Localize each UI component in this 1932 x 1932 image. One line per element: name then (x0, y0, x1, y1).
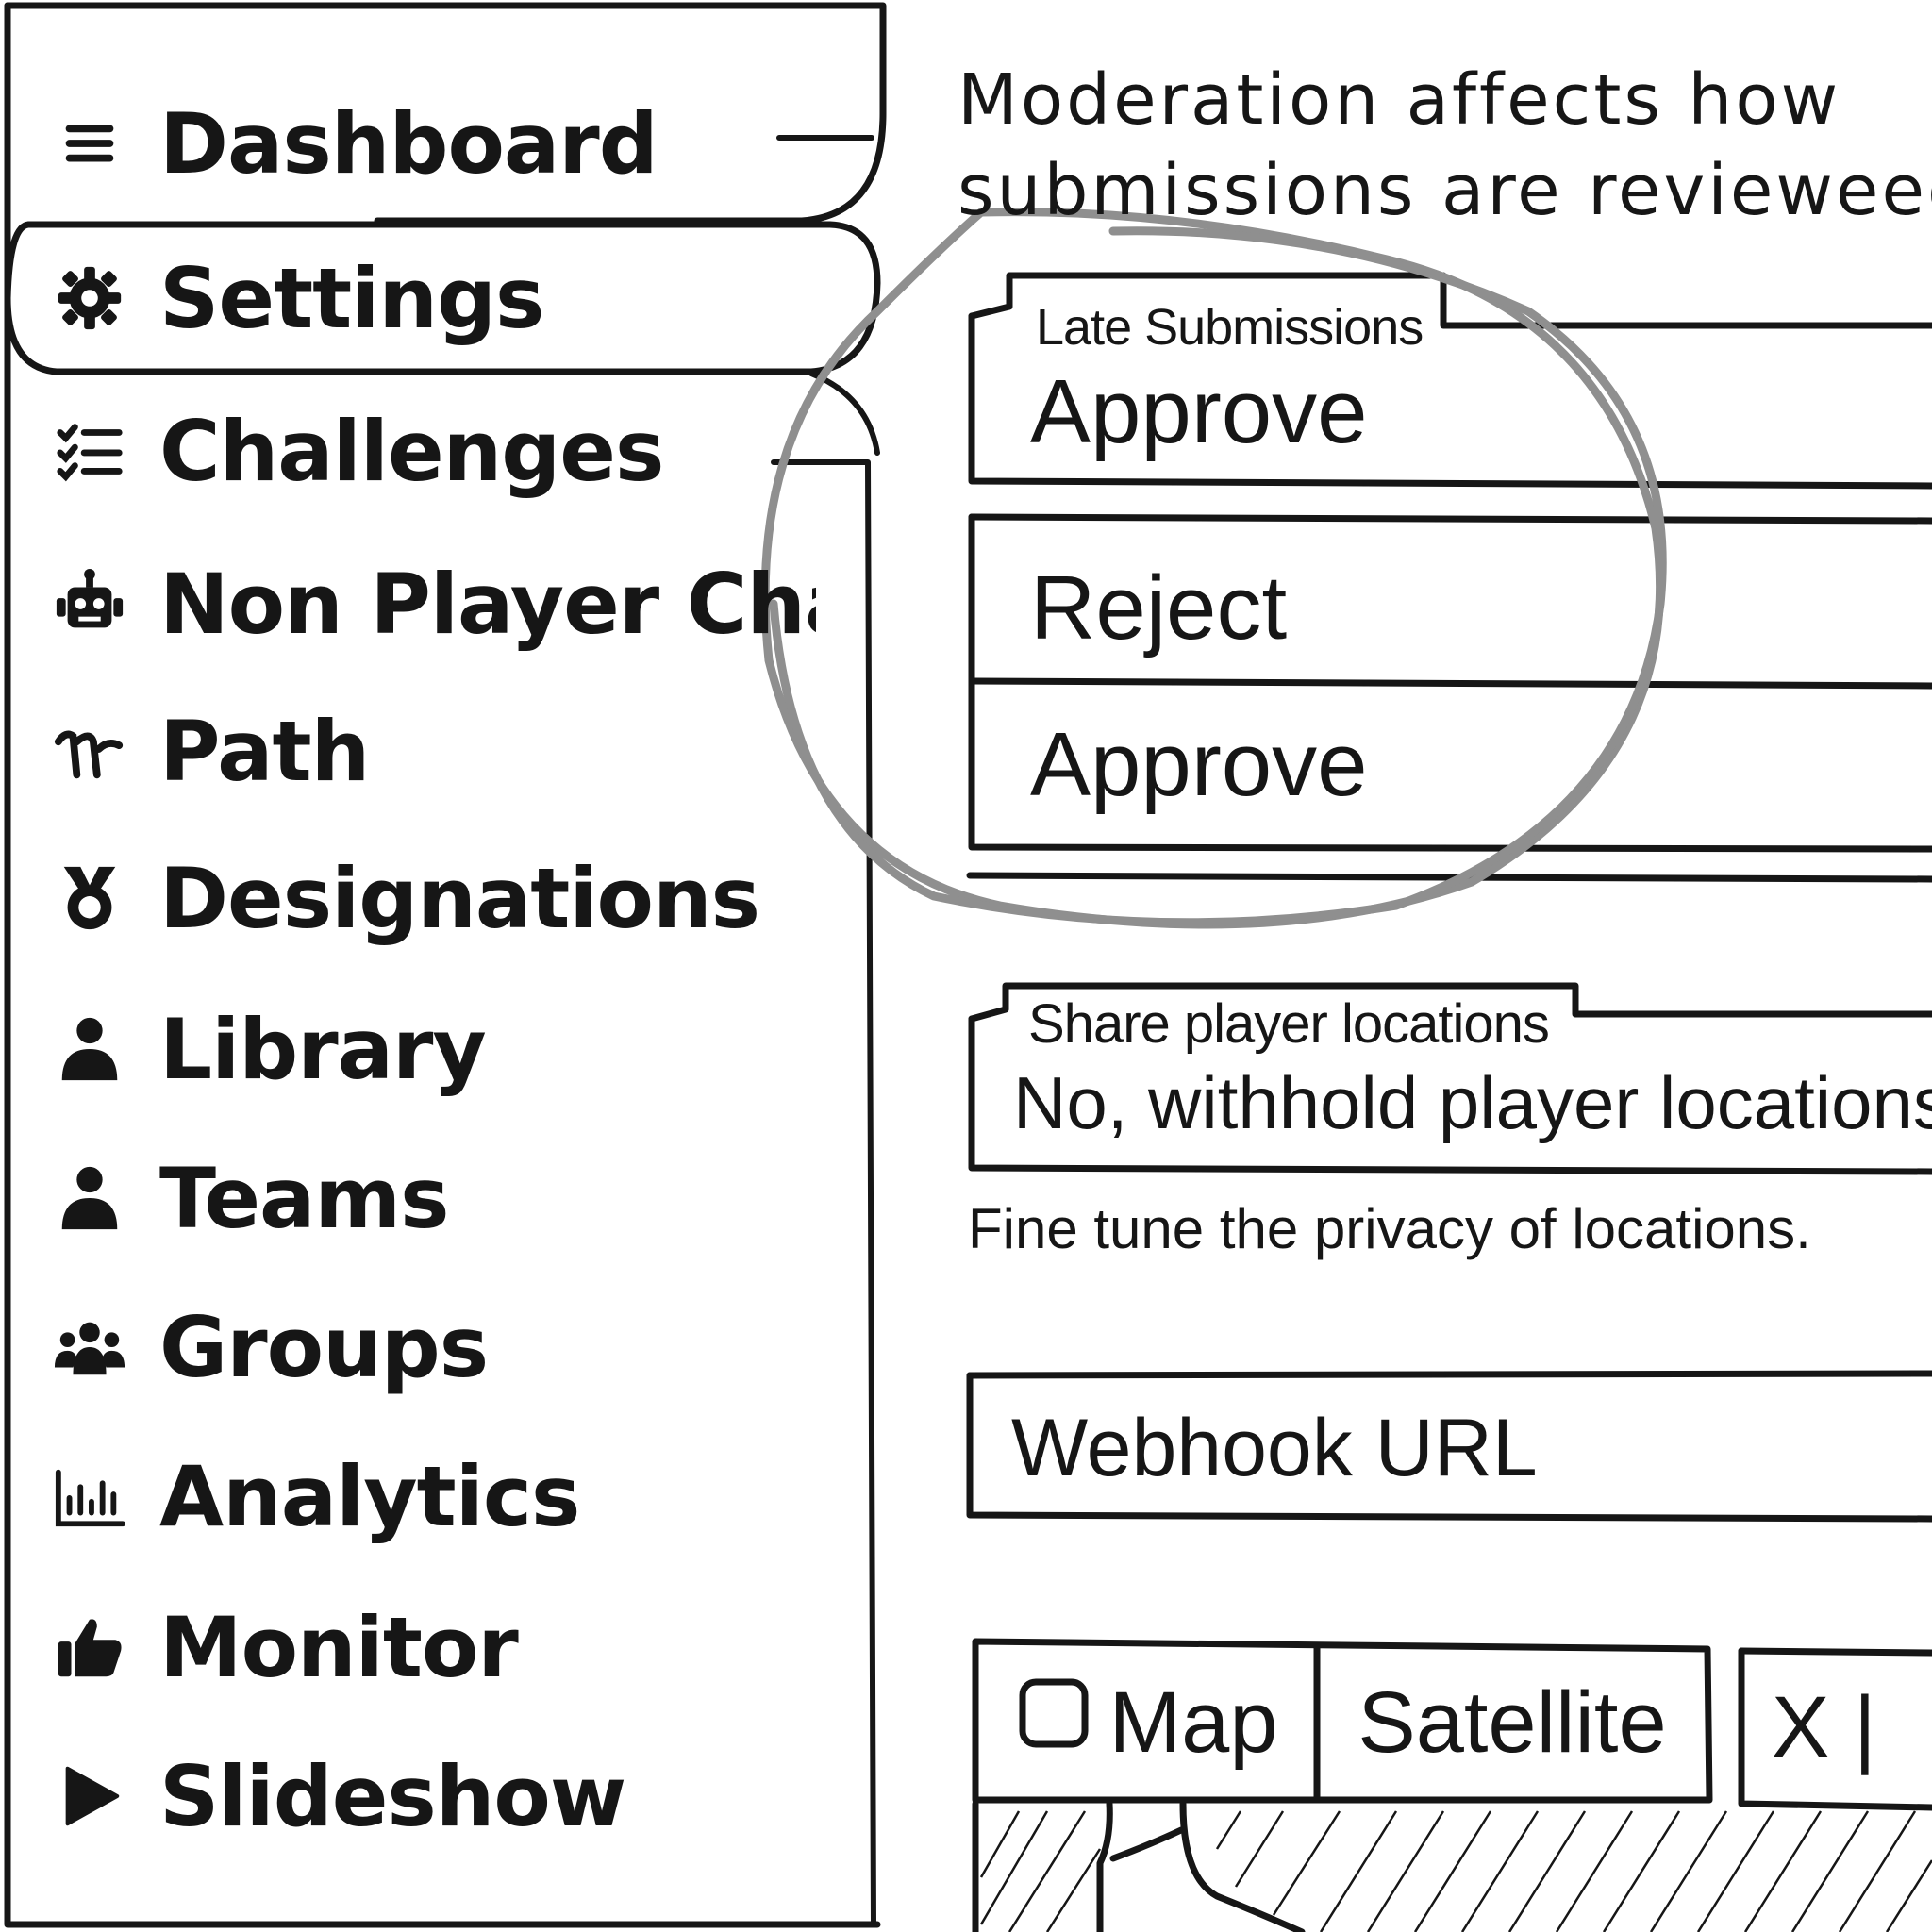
checklist-icon (52, 413, 127, 489)
map-area[interactable] (975, 1804, 1932, 1932)
late-submissions-label: Late Submissions (1026, 298, 1433, 357)
sidebar-item-label: Dashboard (159, 94, 658, 192)
sidebar-item-label: Groups (159, 1298, 489, 1396)
share-locations-value: No, withhold player locations. (1013, 1061, 1932, 1144)
option-approve[interactable]: Approve (1030, 714, 1368, 815)
sidebar-item-label: Monitor (159, 1598, 519, 1696)
late-submissions-options: Reject Approve (972, 519, 1932, 849)
option-reject[interactable]: Reject (1030, 558, 1288, 658)
webhook-url-placeholder: Webhook URL (1011, 1403, 1538, 1493)
play-icon (52, 1758, 127, 1834)
map-tab[interactable]: Map (977, 1647, 1315, 1798)
sidebar-item-label: Designations (159, 849, 760, 947)
sidebar-item-label: Path (159, 702, 370, 800)
sidebar-item-settings[interactable]: Settings (52, 242, 873, 355)
webhook-url-field[interactable]: Webhook URL (972, 1377, 1932, 1517)
sidebar-item-label: Teams (159, 1149, 449, 1247)
menu-icon (52, 106, 127, 181)
chart-icon (52, 1458, 127, 1534)
robot-icon (52, 566, 127, 641)
sidebar-item-non-player-characters[interactable]: Non Player Characters (52, 547, 816, 660)
map-control-button[interactable]: X | (1772, 1678, 1876, 1775)
sidebar-item-library[interactable]: Library (52, 992, 873, 1106)
late-submissions-select[interactable]: Late Submissions Approve (972, 283, 1932, 481)
settings-panel: Moderation affects how submissions are r… (943, 0, 1932, 1932)
sidebar-item-label: Non Player Characters (159, 555, 816, 653)
square-icon (1015, 1674, 1092, 1773)
sidebar-item-label: Challenges (159, 402, 664, 500)
sidebar-item-monitor[interactable]: Monitor (52, 1591, 873, 1704)
gear-icon (52, 260, 127, 336)
share-locations-select[interactable]: Share player locations No, withhold play… (972, 981, 1932, 1170)
moderation-description: Moderation affects how submissions are r… (958, 59, 1932, 231)
sidebar-item-path[interactable]: Path (52, 694, 873, 808)
sidebar-item-groups[interactable]: Groups (52, 1291, 873, 1404)
share-locations-label: Share player locations (1019, 992, 1558, 1056)
sidebar-item-label: Settings (159, 249, 544, 347)
sidebar-item-designations[interactable]: Designations (52, 841, 873, 955)
sidebar-item-slideshow[interactable]: Slideshow (52, 1740, 873, 1853)
sidebar-item-analytics[interactable]: Analytics (52, 1440, 873, 1553)
sidebar-item-challenges[interactable]: Challenges (52, 394, 873, 508)
medal-icon (52, 860, 127, 936)
share-locations-helper: Fine tune the privacy of locations. (968, 1197, 1811, 1260)
sidebar-item-label: Slideshow (159, 1747, 626, 1845)
path-icon (52, 713, 127, 789)
group-icon (52, 1309, 127, 1385)
sidebar: Dashboard Settings Challenges Non Player… (0, 0, 887, 1932)
thumbs-up-icon (52, 1609, 127, 1685)
sidebar-item-teams[interactable]: Teams (52, 1141, 873, 1255)
sidebar-item-label: Analytics (159, 1447, 580, 1545)
person-icon (52, 1011, 127, 1087)
satellite-tab[interactable]: Satellite (1357, 1674, 1667, 1771)
sidebar-item-dashboard[interactable]: Dashboard (52, 87, 873, 200)
sidebar-item-label: Library (159, 1000, 487, 1098)
late-submissions-value: Approve (1030, 361, 1368, 462)
person-icon (52, 1160, 127, 1236)
